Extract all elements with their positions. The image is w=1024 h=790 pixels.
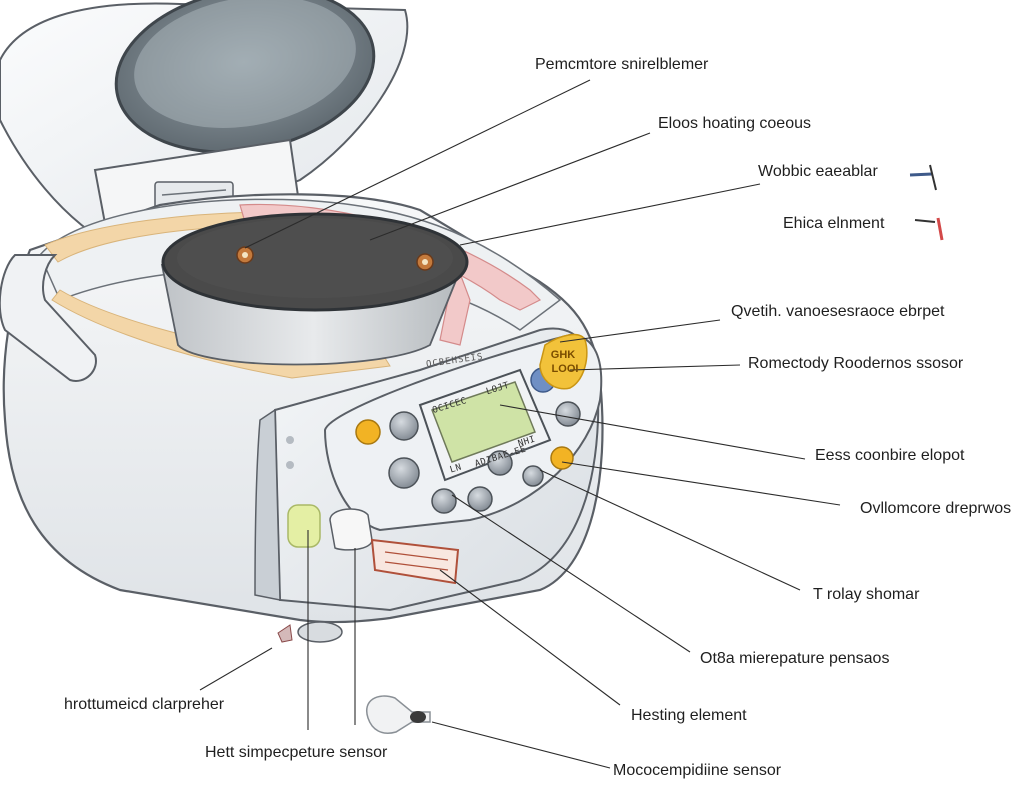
- label-heating-element: Hesting element: [631, 707, 747, 724]
- heater-plate: [370, 538, 460, 585]
- label-hrottumeicd: hrottumeicd clarpreher: [64, 696, 225, 713]
- label-wobble-chamber: Wobbic eaeablar: [758, 163, 878, 180]
- sensor-glyph-blue: [909, 164, 937, 191]
- sensor-glyph-red: [914, 217, 944, 241]
- label-heating-coils: Eloos hoating coeous: [658, 115, 811, 132]
- down-button[interactable]: [522, 465, 544, 487]
- cook-button[interactable]: [388, 457, 420, 489]
- start-button[interactable]: [355, 419, 381, 445]
- leader-trolay-shomar: [539, 469, 801, 591]
- cancel-button[interactable]: [550, 446, 574, 470]
- leader-ovlomcore: [561, 461, 841, 506]
- label-hett-sensor: Hett simpecpeture sensor: [205, 744, 388, 761]
- pot-sensor-right: [416, 253, 434, 271]
- label-eess-element: Eess coonbire elopot: [815, 447, 965, 464]
- pot-sensor-left: [236, 246, 254, 264]
- leader-lines: [199, 79, 841, 769]
- front-indicators: [287, 504, 460, 585]
- warm-button[interactable]: [467, 486, 493, 512]
- control-panel: [323, 333, 603, 532]
- leader-eess-element: [499, 404, 806, 460]
- up-button[interactable]: [487, 450, 513, 476]
- inner-pot: [160, 212, 469, 366]
- label-trolay-shomar: T rolay shomar: [813, 586, 920, 603]
- menu-button[interactable]: [389, 411, 419, 441]
- leader-qvetih-element: [559, 319, 721, 343]
- indicator-white: [329, 508, 373, 551]
- label-temperature-sensor-top: Pemcmtore snirelblemer: [535, 56, 709, 73]
- leader-temperature-sensor-top: [244, 79, 591, 249]
- select-button[interactable]: [555, 401, 581, 427]
- badge-bottom-text: LOOI: [551, 363, 579, 375]
- label-ehica-element: Ehica elnment: [783, 215, 885, 232]
- badge-top-text: GHK: [550, 349, 576, 361]
- label-rometody-sensor: Romectody Roodernos ssosor: [748, 355, 964, 372]
- leader-wobble-chamber: [459, 183, 761, 246]
- timer-button[interactable]: [431, 488, 457, 514]
- leader-heating-coils: [369, 132, 651, 241]
- leader-rometody-sensor: [569, 364, 741, 371]
- lcd-screen: [431, 381, 536, 463]
- indicator-green: [287, 504, 321, 548]
- label-ovlomcore: Ovllomcore dreprwos: [860, 500, 1012, 517]
- probe-sensor: [365, 695, 431, 734]
- lid: [0, 0, 409, 252]
- label-mococempidiine-sensor: Mococempidiine sensor: [613, 762, 782, 779]
- probe-small: [277, 624, 293, 643]
- label-micrepature-sensor: Ot8a mierepature pensaos: [700, 650, 890, 667]
- leader-micrepature-sensor: [451, 494, 691, 653]
- leader-mococempidiine-sensor: [431, 721, 611, 769]
- label-qvetih-element: Qvetih. vanoesesraoce ebrpet: [731, 303, 945, 320]
- leader-heating-element: [439, 569, 621, 706]
- leader-hrottumeicd: [199, 647, 273, 691]
